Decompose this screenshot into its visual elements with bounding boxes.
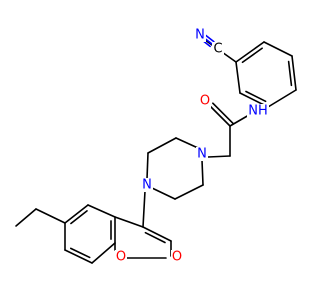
atom-piperazine-n1-label: N	[197, 147, 207, 162]
bond-phenyl-double-0	[241, 47, 263, 64]
bond-benzo-3	[64, 249, 93, 264]
bond-phenyl-0	[235, 41, 265, 63]
bond-nh-carbonyl	[229, 114, 250, 127]
atom-lactone-ring-o-label: O	[116, 250, 126, 265]
bond-c4-c3-double	[144, 231, 166, 244]
bond-pip-6	[201, 159, 204, 186]
bond-ch2-pipN1	[207, 155, 231, 158]
atom-nitrile-n: N	[194, 28, 206, 43]
bond-benzo-0	[87, 204, 116, 218]
bond-nitrile-triple-3	[204, 33, 215, 43]
atom-labels: N C NH O N N O O	[115, 28, 269, 265]
bond-phenyl-5	[235, 61, 241, 94]
atom-piperazine-n1: N	[196, 147, 208, 162]
atom-amide-o-label: O	[200, 94, 210, 109]
atom-nitrile-c: C	[212, 42, 224, 57]
atom-piperazine-n2-label: N	[142, 178, 152, 193]
bond-pip-1	[175, 137, 199, 149]
molecule-canvas: N C NH O N N O O	[15, 28, 297, 265]
bond-benzo-4	[91, 242, 116, 264]
atom-lactone-ring-o: O	[115, 250, 127, 265]
bond-phenyl-3	[267, 89, 297, 108]
bond-amide-co-2	[212, 102, 234, 124]
bond-phenyl-double-1	[287, 60, 293, 87]
bond-pip-4	[151, 187, 176, 200]
bond-c4a-c4	[114, 216, 144, 228]
bond-ethyl-2	[15, 208, 37, 227]
bond-phenyl-double-2	[245, 90, 267, 103]
bond-pip-5	[174, 184, 204, 200]
atom-carbonyl-o: O	[171, 250, 183, 265]
atom-piperazine-n2: N	[141, 178, 153, 193]
bond-phenyl-2	[291, 55, 297, 91]
bond-pipN2-ch2	[142, 190, 146, 228]
molecule-structure: N C NH O N N O O	[15, 28, 297, 265]
atom-nitrile-n-label: N	[195, 28, 205, 43]
bond-benzo-double-1	[69, 247, 91, 259]
bond-benzo-double-0	[70, 210, 88, 225]
bond-amide-co-1	[209, 105, 231, 127]
bond-pip-2	[147, 137, 177, 154]
bond-c4-c3	[142, 226, 172, 242]
bond-ethyl-1	[35, 208, 66, 224]
atom-amide-nh-label: NH	[248, 104, 268, 119]
bonds	[15, 33, 297, 264]
bond-benzo-1	[64, 204, 89, 224]
bond-pip-3	[146, 152, 149, 180]
atom-amide-o: O	[199, 94, 211, 109]
atom-amide-nh: NH	[247, 104, 269, 119]
bond-phenyl-1	[263, 41, 293, 57]
atom-carbonyl-o-label: O	[172, 250, 182, 265]
atom-nitrile-c-label: C	[213, 42, 222, 57]
